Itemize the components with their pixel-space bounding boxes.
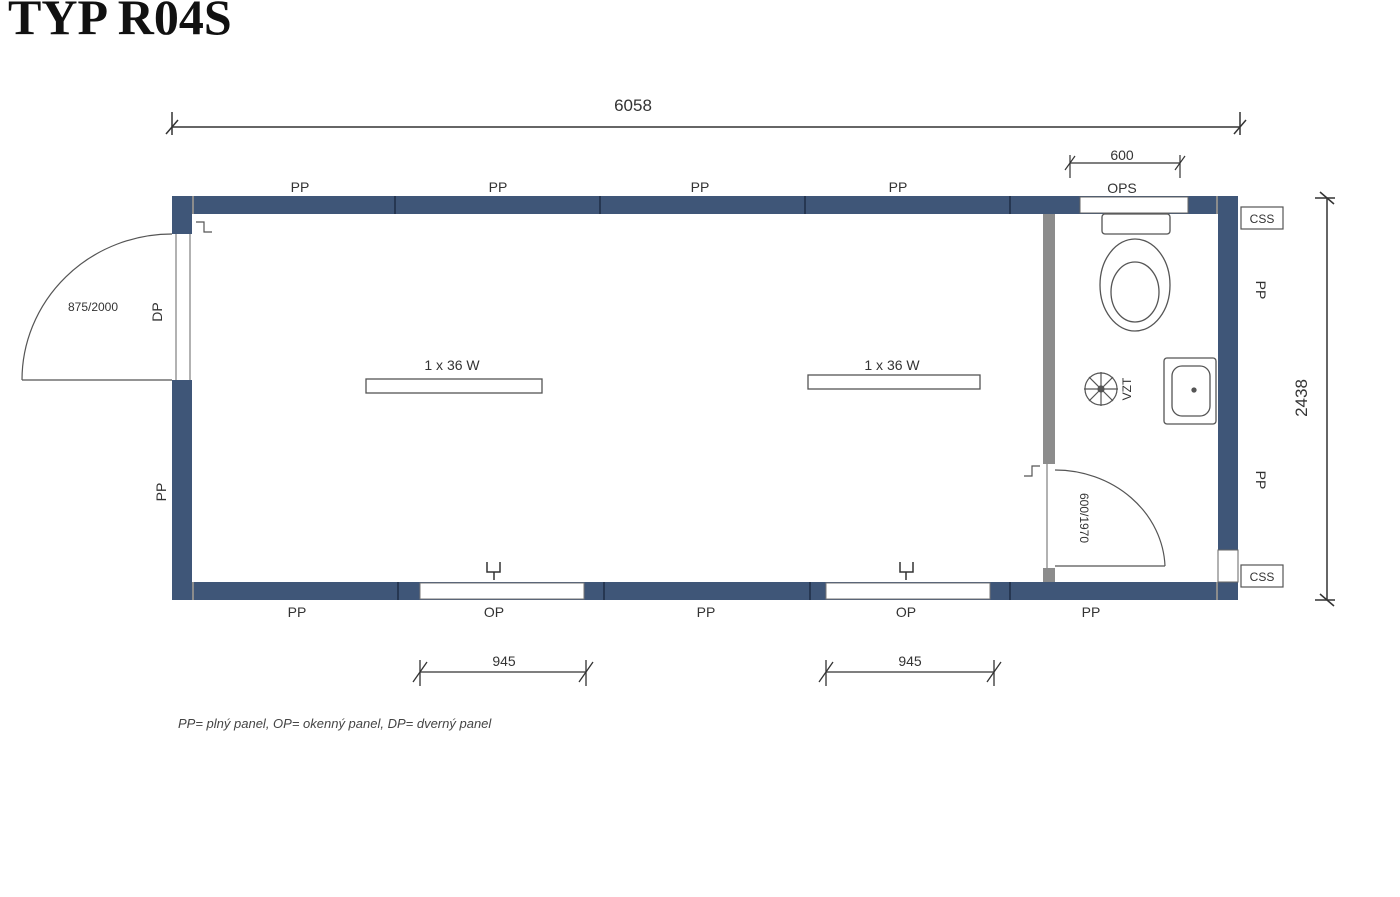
bottom-wall (172, 582, 1238, 600)
light-fixtures (365, 374, 981, 394)
top-panel-labels: PP PP PP PP OPS (291, 179, 1137, 196)
panel-label: OP (484, 604, 504, 620)
panel-label: PP (697, 604, 716, 620)
right-wall (1217, 196, 1239, 600)
corner-post-label: CSS (1250, 570, 1275, 584)
wc-width-label: 600 (1110, 147, 1134, 163)
wc-partition (1043, 214, 1055, 582)
main-door-swing (21, 221, 212, 381)
panel-label: PP (291, 179, 310, 195)
panel-label: OP (896, 604, 916, 620)
panel-label: PP (1082, 604, 1101, 620)
panel-label: PP (489, 179, 508, 195)
panel-label: PP (889, 179, 908, 195)
panel-label-ops: OPS (1107, 180, 1137, 196)
light-label-2: 1 x 36 W (864, 357, 920, 373)
dimension-wc-width (1064, 155, 1186, 178)
dimension-window-1 (412, 660, 594, 686)
panel-label: PP (288, 604, 307, 620)
sink-icon (1163, 357, 1217, 425)
overall-width-label: 2438 (1292, 379, 1311, 417)
page-title: TYP R04S (8, 0, 232, 45)
window-1-label: 945 (492, 653, 516, 669)
overall-length-label: 6058 (614, 96, 652, 115)
panel-label: PP (153, 483, 169, 502)
dimension-overall-length (165, 112, 1247, 135)
corner-post-label: CSS (1250, 212, 1275, 226)
window-handles (486, 562, 914, 580)
panel-label: PP (1253, 471, 1269, 490)
wc-door-swing (1024, 465, 1166, 567)
corner-posts (1240, 206, 1284, 588)
toilet-icon (1099, 213, 1171, 332)
light-label-1: 1 x 36 W (424, 357, 480, 373)
panel-label: PP (691, 179, 710, 195)
dimension-overall-width (1315, 191, 1335, 607)
bottom-panel-labels: PP OP PP OP PP (288, 604, 1101, 620)
panel-label: PP (1253, 281, 1269, 300)
fan-label: VZT (1120, 377, 1134, 400)
wc-door-label: 600/1970 (1077, 493, 1091, 543)
main-door-label: 875/2000 (68, 300, 118, 314)
dimension-window-2 (818, 660, 1002, 686)
window-2-label: 945 (898, 653, 922, 669)
panel-label-dp: DP (149, 302, 165, 321)
left-wall (172, 196, 192, 600)
top-wall (172, 196, 1238, 214)
fan-icon (1084, 372, 1118, 406)
legend-note: PP= plný panel, OP= okenný panel, DP= dv… (178, 716, 492, 731)
